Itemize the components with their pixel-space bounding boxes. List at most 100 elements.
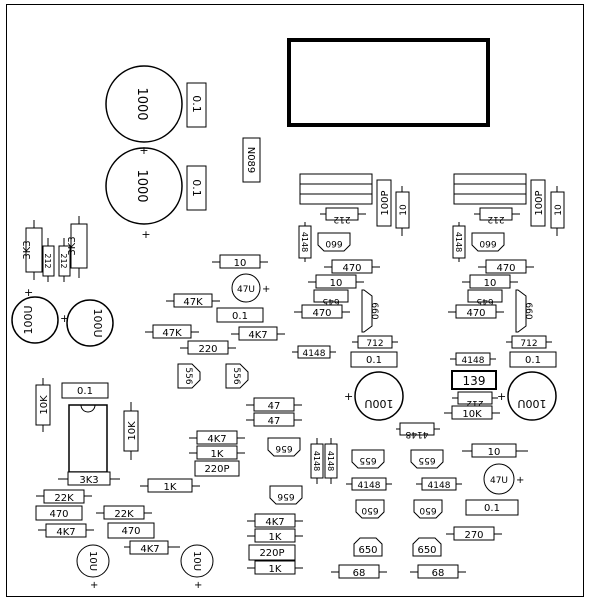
transistor-655-a [351, 449, 385, 469]
film-cap-outline [35, 505, 83, 521]
resistor-1k-a [147, 478, 193, 493]
resistor-label: 68 [353, 568, 366, 579]
resistor-212-b [58, 245, 71, 277]
ic-label: N089 [245, 147, 256, 174]
transistor-660-l2 [361, 289, 373, 333]
resistor-label: 10K [127, 421, 138, 441]
diode-label: 4148 [326, 451, 335, 471]
film-cap-outline [465, 499, 519, 516]
resistor-label: 212 [466, 398, 483, 408]
diode-label: 4148 [405, 429, 428, 439]
diode-4148-b [324, 443, 338, 479]
transistor-650-c [353, 537, 383, 557]
diode-label: 4148 [462, 356, 485, 366]
resistor-212-d [479, 207, 513, 221]
film-cap-label: 0.1 [232, 311, 248, 322]
transistor-label: 660 [479, 238, 496, 248]
film-cap-outline [350, 351, 398, 368]
resistor-label: 10 [330, 278, 343, 289]
cap-label: 47U [490, 476, 508, 486]
film-cap-outline [186, 82, 207, 128]
resistor-10k-mid [123, 410, 139, 452]
resistor-label: 4K7 [140, 544, 159, 555]
diode-4148-d [421, 477, 457, 491]
resistor-10-r [550, 191, 565, 229]
svg-text:+: + [90, 580, 98, 591]
cap-label: 10U [191, 551, 202, 571]
resistor-712-l [357, 335, 393, 349]
resistor-68-a [338, 564, 380, 579]
film-cap-outline [509, 351, 557, 368]
resistor-label: 22K [54, 493, 74, 504]
resistor-220-mid [187, 340, 229, 355]
film-cap-label: 0.1 [190, 179, 203, 197]
transistor-label: 660 [369, 302, 379, 319]
resistor-label: 1K [269, 564, 282, 575]
film-cap-label: 100P [380, 190, 391, 215]
diode-4148-r2 [455, 352, 491, 366]
diode-label: 4148 [428, 481, 451, 491]
svg-text:+: + [194, 580, 202, 591]
film-cap-outline [61, 382, 109, 399]
electrolytic-cap-10u-a: 10U + [76, 544, 110, 591]
resistor-270 [453, 526, 495, 541]
resistor-label: 470 [312, 308, 331, 319]
ic-n089-outline [242, 137, 261, 183]
transistor-label: 556 [183, 367, 193, 384]
film-cap-outline [194, 460, 240, 477]
electrolytic-cap-100u-l1: + 100U [11, 286, 59, 344]
dip-ic-notch [80, 404, 96, 413]
resistor-label: 270 [464, 530, 483, 541]
transistor-655-b [410, 449, 444, 469]
resistor-212-c [325, 207, 359, 221]
resistor-10-l2 [315, 274, 357, 289]
transistor-650-b [413, 499, 443, 519]
cap-label: 100U [91, 308, 104, 337]
film-cap-label: 0.1 [190, 95, 203, 113]
diode-label: 4148 [300, 232, 309, 252]
resistor-470-r1 [485, 259, 527, 274]
resistor-212-e [457, 391, 493, 405]
cap-label: 100U [517, 397, 546, 410]
resistor-712-r [511, 335, 547, 349]
transistor-660-l [317, 232, 351, 252]
transistor-650-d [412, 537, 442, 557]
resistor-label: 10 [234, 258, 247, 269]
resistor-645-l [313, 289, 349, 303]
resistor-label: 645 [476, 296, 493, 306]
resistor-10k-r [451, 405, 493, 420]
film-cap-outline [216, 307, 264, 323]
resistor-212-a [42, 245, 55, 277]
resistor-label: 4K7 [56, 527, 75, 538]
resistor-1k-d [254, 560, 296, 575]
svg-text:+: + [344, 390, 353, 403]
film-cap-label: 220P [259, 548, 284, 559]
resistor-label: 712 [366, 339, 383, 349]
resistor-label: 10 [554, 204, 564, 216]
resistor-label: 470 [342, 263, 361, 274]
diode-4148-a [310, 443, 324, 479]
electrolytic-cap-47u-r: 47U + [483, 463, 524, 495]
diode-4148-l [298, 225, 312, 259]
resistor-label: 212 [43, 253, 52, 268]
svg-text:+: + [262, 284, 270, 295]
resistor-47k-a [173, 293, 213, 308]
cap-label: 10U [87, 551, 98, 571]
transistor-660-r2 [515, 289, 527, 333]
diode-4148-c [351, 477, 387, 491]
film-cap-label: 0.1 [484, 503, 500, 514]
power-transistor-l [299, 173, 373, 205]
film-cap-outline [186, 165, 207, 211]
diode-4148-l2 [297, 345, 331, 359]
resistor-label: 1K [211, 449, 224, 460]
svg-text:+: + [497, 390, 506, 403]
transistor-660-r [471, 232, 505, 252]
transistor-label: 660 [523, 302, 533, 319]
resistor-3k3-left [25, 227, 43, 273]
resistor-label: 645 [322, 296, 339, 306]
resistor-label: 4K7 [207, 434, 226, 445]
transistor-label: 660 [325, 238, 342, 248]
resistor-4k7-b [129, 540, 169, 555]
film-cap-label: 220P [204, 464, 229, 475]
resistor-68-b [417, 564, 459, 579]
